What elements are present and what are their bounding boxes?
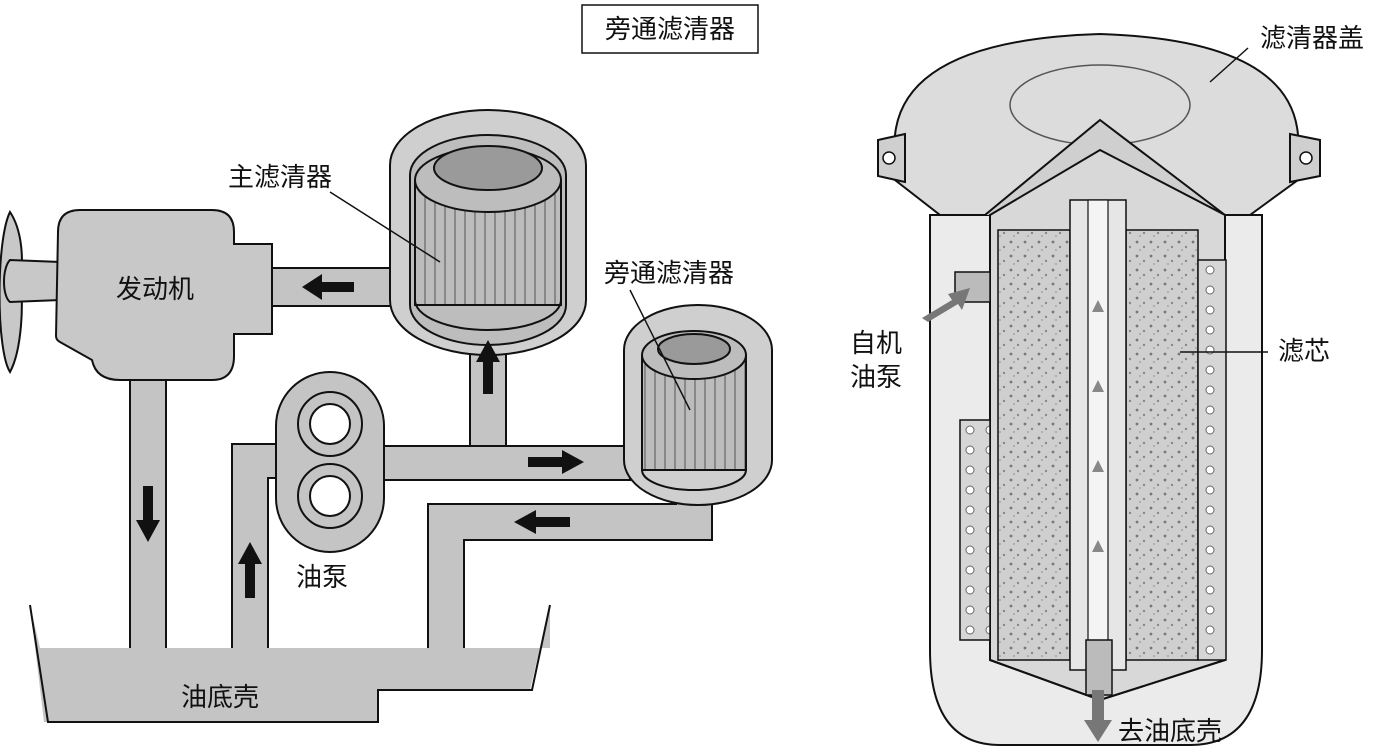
svg-text:油泵: 油泵	[296, 563, 348, 593]
arrow-up-icon	[238, 542, 262, 598]
bypass-filter	[623, 304, 773, 506]
oil-pipes	[129, 267, 713, 661]
svg-text:旁通滤清器: 旁通滤清器	[604, 259, 734, 289]
filter-cover-label: 滤清器盖	[1260, 24, 1364, 54]
left-schematic: 旁通滤清器 油底壳	[0, 4, 773, 723]
arrow-right-icon	[528, 450, 584, 474]
inlet-label-line1: 自机	[850, 329, 902, 359]
filter-element	[954, 148, 1227, 702]
outlet-label: 去油底壳	[1118, 717, 1222, 747]
filter-element-label: 滤芯	[1278, 337, 1330, 367]
main-filter-label: 主滤清器	[228, 163, 441, 263]
svg-text:发动机: 发动机	[116, 275, 194, 305]
arrow-up-icon	[476, 340, 500, 394]
oil-pan: 油底壳	[29, 604, 551, 723]
svg-text:油底壳: 油底壳	[181, 683, 259, 713]
svg-text:主滤清器: 主滤清器	[228, 163, 332, 193]
inlet-arrow-icon	[922, 288, 970, 322]
flow-arrows	[136, 274, 584, 598]
arrow-down-icon	[136, 486, 160, 542]
diagram-title: 旁通滤清器	[581, 4, 759, 54]
arrow-left-icon	[302, 274, 354, 300]
svg-text:旁通滤清器: 旁通滤清器	[605, 15, 735, 45]
oil-pump: 油泵	[275, 371, 385, 593]
bypass-filter-label: 旁通滤清器	[604, 259, 734, 411]
inlet-label-line2: 油泵	[850, 363, 902, 393]
arrow-left-icon	[514, 510, 570, 534]
right-cutaway: 滤清器盖 滤芯 自机 油泵 去油底壳	[850, 24, 1364, 747]
main-filter	[389, 109, 587, 356]
engine: 发动机	[0, 209, 273, 381]
outlet-arrow-icon	[1084, 690, 1112, 742]
